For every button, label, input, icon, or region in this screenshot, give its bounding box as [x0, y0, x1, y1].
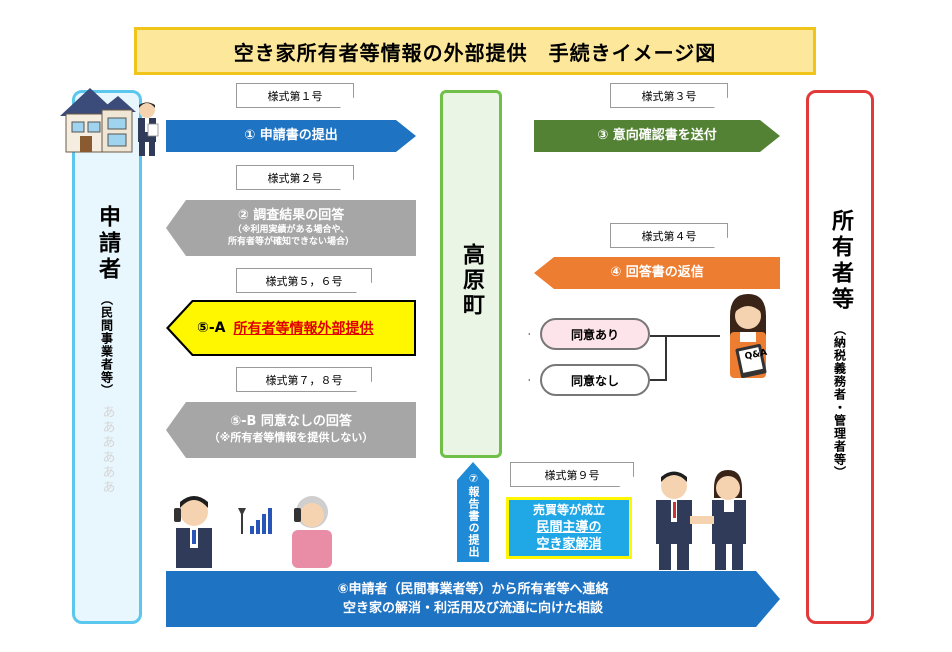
- success-line-1: 売買等が成立: [532, 503, 605, 518]
- applicant-box: 申請者 （民間事業者等） ああああああ: [72, 90, 142, 624]
- step-7-label: ⑦報告書の提出: [467, 472, 480, 558]
- page-title: 空き家所有者等情報の外部提供 手続きイメージ図: [134, 27, 816, 75]
- form-tag-9: 様式第９号: [510, 462, 634, 487]
- man-phone-icon: [174, 496, 212, 568]
- step-6-line-2: 空き家の解消・利活用及び流通に向けた相談: [342, 601, 603, 616]
- consent-connector: [650, 335, 720, 381]
- step-6-arrow: ⑥申請者（民間事業者等）から所有者等へ連絡 空き家の解消・利活用及び流通に向けた…: [166, 571, 780, 627]
- step-5b-label: ⑤-B 同意なしの回答: [230, 414, 352, 430]
- step-6-line-1: ⑥申請者（民間事業者等）から所有者等へ連絡: [337, 581, 609, 597]
- step-4-arrow: ④ 回答書の返信: [534, 257, 780, 289]
- step-4-label: ④ 回答書の返信: [610, 264, 704, 280]
- form-tag-4: 様式第４号: [610, 223, 728, 248]
- signal-icon: [238, 508, 272, 534]
- step-1-label: ① 申請書の提出: [244, 127, 338, 143]
- businessman-icon: [138, 102, 159, 156]
- step-7-arrow: ⑦報告書の提出: [457, 462, 489, 562]
- town-box: 高原町: [440, 90, 502, 458]
- town-name: 高原町: [459, 243, 484, 318]
- elderly-woman-phone-icon: [292, 496, 332, 568]
- step-5a-label: 所有者等情報外部提供: [233, 321, 374, 337]
- success-line-3: 空き家解消: [536, 537, 602, 553]
- form-tag-7-8: 様式第７，８号: [236, 367, 372, 392]
- applicant-faint-text: ああああああ: [99, 405, 115, 495]
- step-2-label: ② 調査結果の回答: [237, 207, 345, 223]
- step-3-label: ③ 意向確認書を送付: [597, 127, 717, 143]
- step-5a-arrow: ⑤-A 所有者等情報外部提供: [169, 302, 414, 354]
- form-tag-2: 様式第２号: [236, 165, 354, 190]
- step-2-note-2: 所有者等が確知できない場合）: [227, 237, 354, 248]
- owner-box: 所有者等 （納税義務者・管理者等）: [806, 90, 874, 624]
- applicant-name: 申請者: [95, 205, 120, 283]
- owner-sub: （納税義務者・管理者等）: [832, 323, 847, 479]
- consent-no-label: 同意なし: [570, 373, 619, 388]
- owner-name: 所有者等: [828, 209, 853, 313]
- consent-yes-label: 同意あり: [570, 327, 619, 342]
- woman-qa-icon: [730, 294, 767, 379]
- consent-no-badge: 同意なし: [540, 364, 650, 396]
- form-tag-1: 様式第１号: [236, 83, 354, 108]
- step-5b-note: （※所有者等情報を提供しない）: [208, 430, 374, 444]
- success-box: 売買等が成立 民間主導の 空き家解消: [506, 497, 632, 559]
- applicant-sub: （民間事業者等）: [99, 293, 114, 397]
- step-1-arrow: ① 申請書の提出: [166, 120, 416, 152]
- success-line-2: 民間主導の: [536, 519, 602, 535]
- step-3-arrow: ③ 意向確認書を送付: [534, 120, 780, 152]
- house-icon: [60, 88, 136, 153]
- handshake-icon: [656, 470, 746, 570]
- page-title-text: 空き家所有者等情報の外部提供 手続きイメージ図: [233, 40, 717, 65]
- form-tag-5-6: 様式第５，６号: [236, 268, 372, 293]
- step-5b-arrow: ⑤-B 同意なしの回答 （※所有者等情報を提供しない）: [166, 402, 416, 458]
- step-2-note-1: （※利用実績がある場合や、: [232, 224, 350, 235]
- consent-yes-badge: 同意あり: [540, 318, 650, 350]
- form-tag-3: 様式第３号: [610, 83, 728, 108]
- step-5a-prefix: ⑤-A: [197, 320, 226, 336]
- step-2-arrow: ② 調査結果の回答 （※利用実績がある場合や、 所有者等が確知できない場合）: [166, 200, 416, 256]
